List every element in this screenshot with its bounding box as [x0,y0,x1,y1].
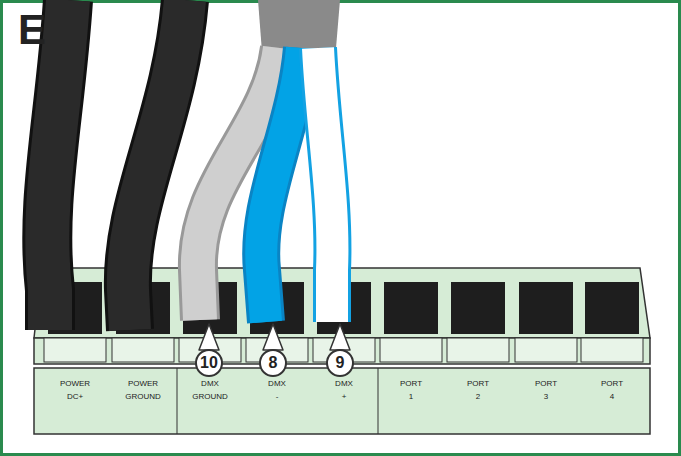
dmx-minus-wire [261,48,302,322]
terminal-label: DMX - [268,377,286,403]
terminal-slot [451,282,505,334]
terminal-slot [585,282,639,334]
terminal-label: POWER GROUND [125,377,161,403]
terminal-slot [519,282,573,334]
callout-number: 8 [259,349,287,377]
terminal-label: DMX + [335,377,353,403]
power-wire [128,0,185,330]
dmx-minus-wire [261,48,302,322]
label-panel [34,368,650,434]
panel-letter: E [18,8,46,52]
terminal-label: PORT 4 [601,377,623,403]
terminal-label: PORT 3 [535,377,557,403]
terminal-face [447,338,509,362]
callout-text: 8 [269,355,278,371]
dmx-plus-wire [318,48,332,322]
callout-number: 10 [195,349,223,377]
terminal-face [44,338,106,362]
callout-pointer [263,324,283,350]
terminal-slot [384,282,438,334]
power-wire [128,0,185,330]
terminal-label: PORT 2 [467,377,489,403]
terminal-face [380,338,442,362]
terminal-face [515,338,577,362]
callout-pointer [199,324,219,350]
callout-pointer [330,324,350,350]
panel-divider [177,368,178,434]
power-wire [47,0,68,330]
cable-sheath [258,0,340,52]
terminal-face [112,338,174,362]
terminal-label: DMX GROUND [192,377,228,403]
dmx-plus-wire [318,48,332,322]
panel-divider [378,368,379,434]
power-wire [47,0,68,330]
terminal-label: PORT 1 [400,377,422,403]
callout-text: 9 [336,355,345,371]
callout-text: 10 [200,355,218,371]
terminal-face [581,338,643,362]
terminal-label: POWER DC+ [60,377,90,403]
callout-number: 9 [326,349,354,377]
